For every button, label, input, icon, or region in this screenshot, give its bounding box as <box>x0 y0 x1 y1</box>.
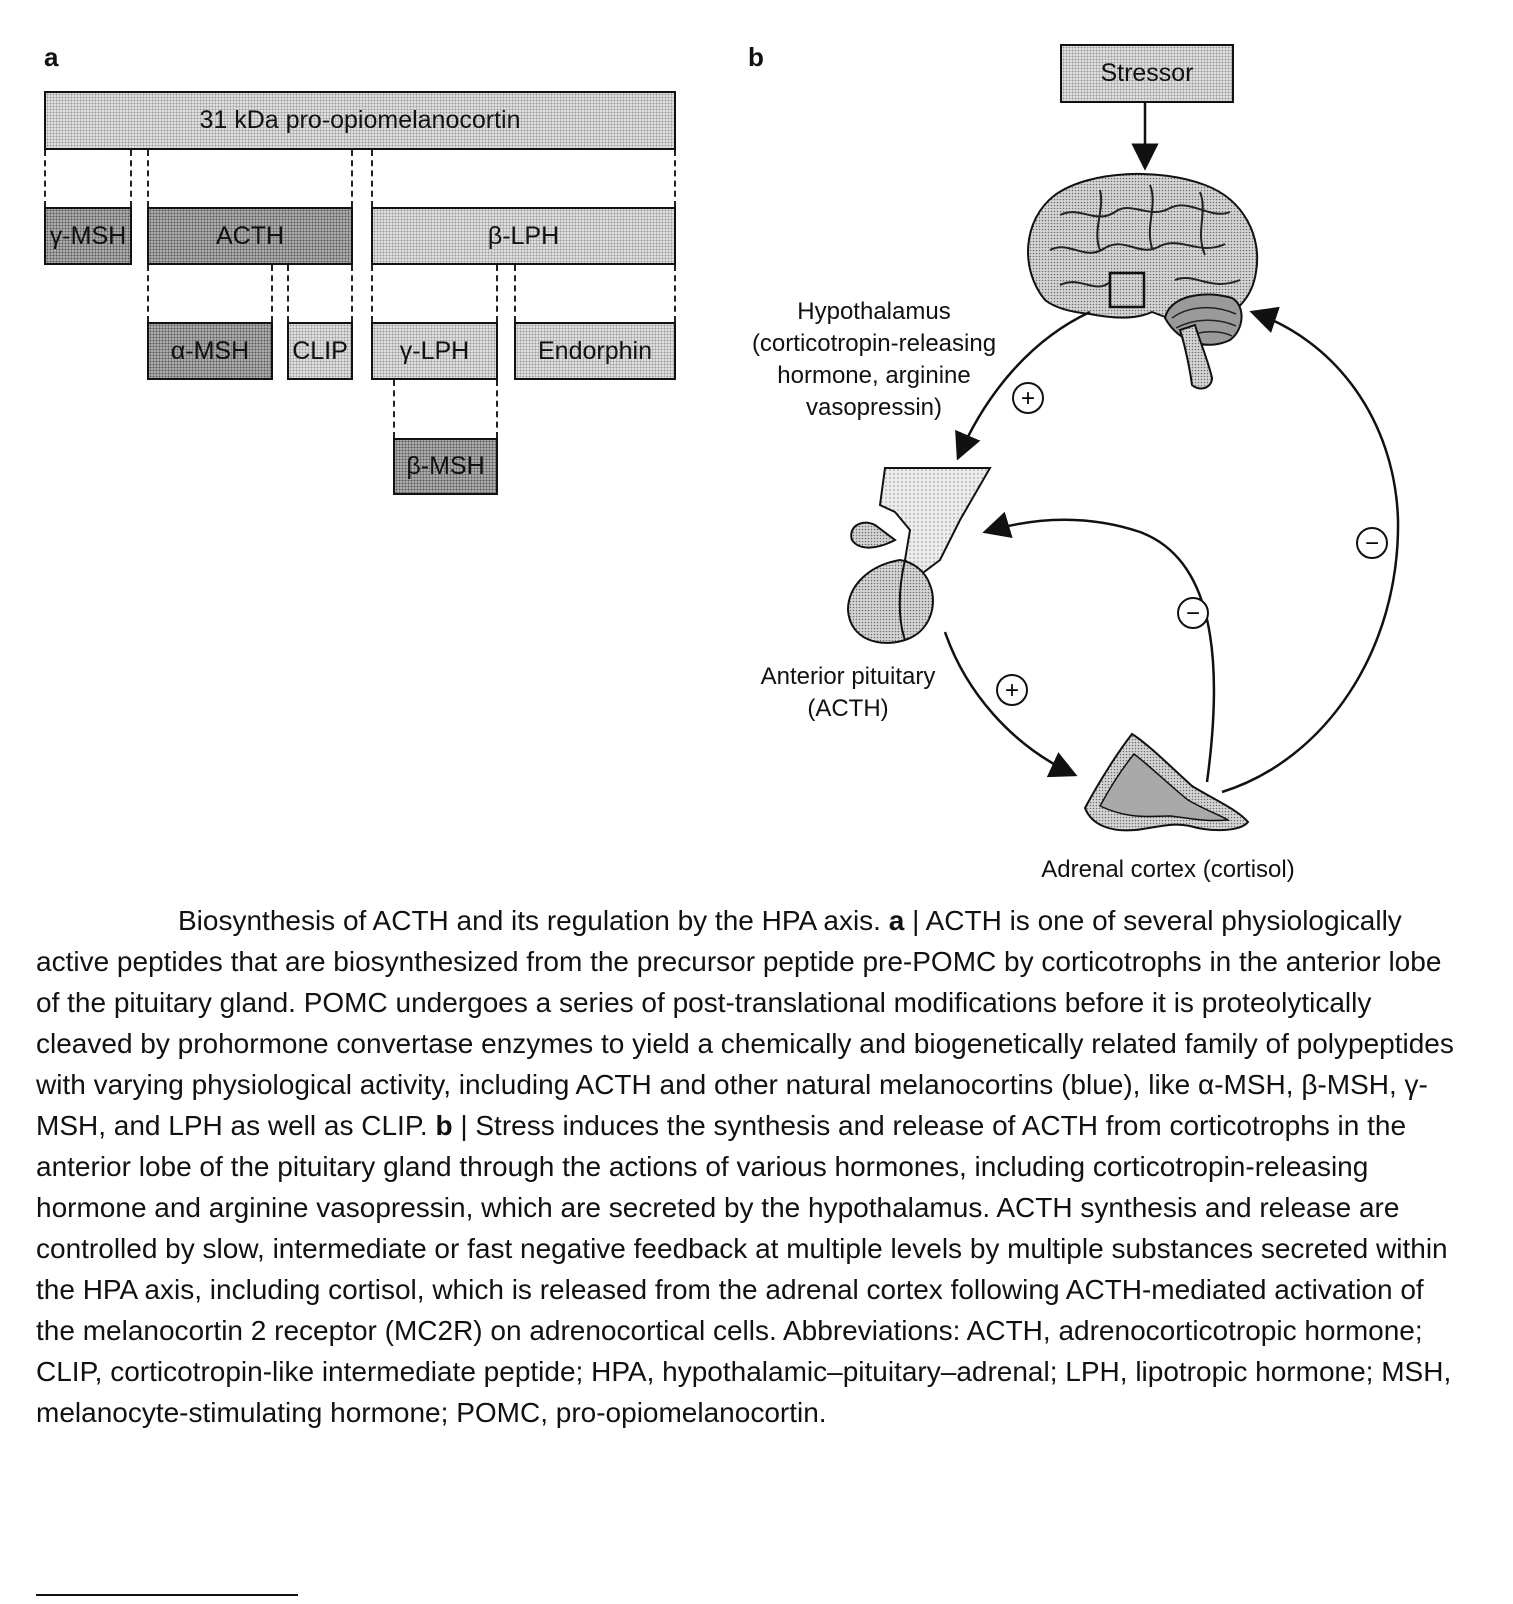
caption-panel-b-text: | Stress induces the synthesis and relea… <box>36 1110 1452 1428</box>
endorphin-box: Endorphin <box>514 322 676 380</box>
connector-dash <box>496 265 498 322</box>
connector-dash <box>130 150 132 207</box>
adrenal-to-pituitary-feedback-arrow <box>982 511 1216 783</box>
connector-dash <box>393 380 395 438</box>
svg-text:+: + <box>1005 677 1019 704</box>
hpa-axis-illustration: + + − − <box>846 103 1400 832</box>
minus-sign-pituitary-feedback: − <box>1177 597 1209 629</box>
svg-text:−: − <box>1186 600 1200 627</box>
caption-intro: Biosynthesis of ACTH and its regulation … <box>178 905 889 936</box>
connector-dash <box>351 265 353 322</box>
caption-panel-b-ref: b <box>435 1110 453 1141</box>
connector-dash <box>674 265 676 322</box>
pituitary-illustration <box>846 467 992 644</box>
hypothalamus-to-pituitary-arrow <box>955 310 1091 461</box>
connector-dash <box>674 150 676 207</box>
stressor-box: Stressor <box>1060 44 1234 103</box>
connector-dash <box>44 150 46 207</box>
brain-illustration <box>1027 172 1259 390</box>
connector-dash <box>147 150 149 207</box>
adrenal-to-hypothalamus-feedback-arrow <box>1221 306 1400 794</box>
beta-lph-box: β-LPH <box>371 207 676 265</box>
clip-box: CLIP <box>287 322 353 380</box>
connector-dash <box>371 150 373 207</box>
panel-b-letter: b <box>748 42 764 72</box>
svg-text:+: + <box>1021 385 1035 412</box>
pituitary-label: Anterior pituitary (ACTH) <box>760 663 936 722</box>
plus-sign-pituitary: + <box>996 674 1028 706</box>
caption-panel-a-ref: a <box>888 905 905 936</box>
adrenal-label: Adrenal cortex (cortisol) <box>1041 856 1295 883</box>
figure-caption: Biosynthesis of ACTH and its regulation … <box>36 900 1456 1433</box>
connector-dash <box>514 265 516 322</box>
beta-msh-box: β-MSH <box>393 438 498 495</box>
panel-a-letter: a <box>44 42 59 72</box>
hypothalamus-marker-square <box>1108 271 1146 309</box>
hypothalamus-label: Hypothalamus (corticotropin-releasing ho… <box>751 298 997 421</box>
adrenal-illustration <box>1083 732 1250 832</box>
connector-dash <box>496 380 498 438</box>
connector-dash <box>351 150 353 207</box>
svg-text:−: − <box>1365 530 1379 557</box>
minus-sign-hypothalamus-feedback: − <box>1356 527 1388 559</box>
connector-dash <box>371 265 373 322</box>
connector-dash <box>147 265 149 322</box>
gamma-msh-box: γ-MSH <box>44 207 132 265</box>
pituitary-to-adrenal-arrow <box>943 631 1078 778</box>
alpha-msh-box: α-MSH <box>147 322 273 380</box>
caption-panel-a-text: | ACTH is one of several physiologically… <box>36 905 1454 1141</box>
pomc-precursor-box: 31 kDa pro-opiomelanocortin <box>44 91 676 150</box>
connector-dash <box>287 265 289 322</box>
gamma-lph-box: γ-LPH <box>371 322 498 380</box>
acth-box: ACTH <box>147 207 353 265</box>
footnote-rule <box>36 1594 298 1596</box>
plus-sign-hypothalamus: + <box>1012 382 1044 414</box>
connector-dash <box>271 265 273 322</box>
